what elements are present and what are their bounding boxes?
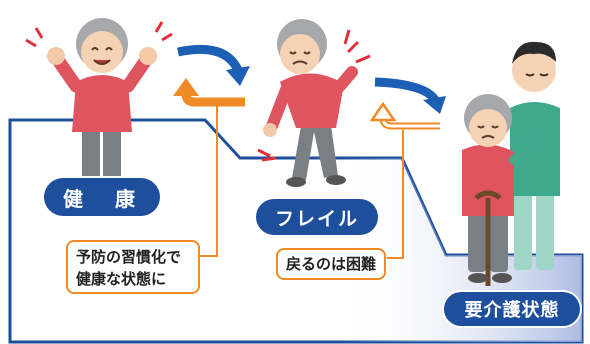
prevention-pointer bbox=[200, 104, 218, 257]
stage-label-frail: フレイル bbox=[256, 199, 378, 235]
stage-label-care-needed-text: 要介護状態 bbox=[464, 300, 560, 321]
stage-label-frail-text: フレイル bbox=[274, 207, 359, 230]
difficult-pointer bbox=[387, 130, 404, 259]
prevention-note-line1: 予防の習慣化で bbox=[76, 248, 182, 266]
stage-label-healthy: 健 康 bbox=[44, 178, 160, 216]
healthy-elderly-woman-illustration bbox=[25, 18, 173, 180]
decline-arrow-2 bbox=[374, 77, 439, 103]
decline-arrow-2-head bbox=[423, 96, 446, 114]
decline-arrow-1 bbox=[177, 44, 243, 73]
recovery-arrow-head bbox=[173, 78, 199, 96]
difficult-return-note: 戻るのは困難 bbox=[276, 248, 386, 280]
difficult-return-note-text: 戻るのは困難 bbox=[285, 255, 376, 273]
prevention-note-line2: 健康な状態に bbox=[76, 270, 167, 288]
decline-arrow-1-head bbox=[226, 66, 250, 86]
difficult-return-arrow-head bbox=[369, 101, 397, 122]
stage-label-care-needed: 要介護状態 bbox=[444, 292, 580, 326]
prevention-note: 予防の習慣化で 健康な状態に bbox=[66, 240, 200, 294]
caregiver-with-elderly-woman-illustration bbox=[462, 41, 560, 286]
stage-label-healthy-text: 健 康 bbox=[63, 186, 141, 211]
frail-elderly-woman-illustration bbox=[257, 19, 371, 187]
